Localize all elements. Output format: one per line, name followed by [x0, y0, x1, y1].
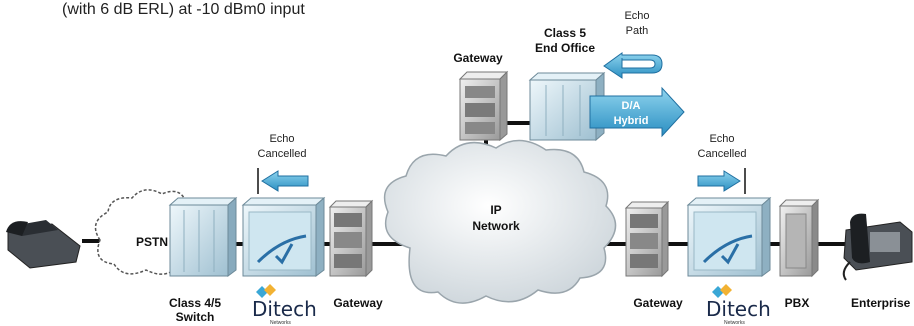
- ditech-logo-right-text: Ditech: [706, 297, 771, 321]
- ditech-logo-left-text: Ditech: [252, 297, 317, 321]
- enterprise-label: Enterprise: [851, 296, 911, 310]
- pbx-rack: [778, 198, 820, 278]
- class5-office-label-line2: End Office: [535, 41, 595, 55]
- ditech-canceller-right: [686, 196, 772, 277]
- ditech-canceller-left: [241, 196, 326, 277]
- gateway-top-label: Gateway: [453, 51, 503, 65]
- ip-network-label: IP: [490, 203, 501, 217]
- gateway-right-rack: [624, 200, 670, 278]
- ditech-logo-left-sub: Networks: [270, 320, 291, 326]
- enterprise-telephone-icon: [842, 213, 913, 281]
- ditech-logo-left: Ditech Networks: [252, 284, 317, 326]
- ditech-logo-right: Ditech Networks: [706, 284, 771, 326]
- pstn-label: PSTN: [136, 235, 168, 249]
- class45-switch-rack: [168, 196, 238, 277]
- echo-cancelled-right-label: Echo: [709, 133, 734, 145]
- gateway-top-rack: [458, 70, 509, 142]
- echo-cancelled-left-label-line2: Cancelled: [258, 148, 307, 160]
- echo-path-u-turn-icon: [603, 52, 663, 79]
- gateway-left-label: Gateway: [333, 296, 383, 310]
- telephone-left-icon: [6, 220, 81, 269]
- gateway-left-rack: [328, 199, 374, 278]
- echo-cancelled-right-arrow-icon: [697, 170, 741, 192]
- class5-office-rack: [528, 71, 606, 142]
- echo-path-label-line2: Path: [626, 25, 649, 37]
- class5-office-label: Class 5: [544, 26, 586, 40]
- ditech-logo-right-sub: Networks: [724, 320, 745, 326]
- hybrid-label-line2: Hybrid: [614, 115, 649, 127]
- echo-cancelled-left-label: Echo: [269, 133, 294, 145]
- caption: (with 6 dB ERL) at -10 dBm0 input: [62, 1, 305, 18]
- class45-switch-label: Class 4/5: [169, 296, 221, 310]
- class45-switch-label-line2: Switch: [176, 310, 215, 324]
- hybrid-arrow: D/A Hybrid: [589, 86, 685, 138]
- echo-cancelled-left-arrow-icon: [261, 170, 309, 192]
- ip-network-cloud: IP Network: [383, 139, 617, 304]
- ip-network-label-line2: Network: [472, 219, 520, 233]
- gateway-right-label: Gateway: [633, 296, 683, 310]
- pbx-label: PBX: [785, 296, 810, 310]
- echo-cancelled-right-label-line2: Cancelled: [698, 148, 747, 160]
- hybrid-label: D/A: [622, 100, 641, 112]
- echo-path-label: Echo: [624, 10, 649, 22]
